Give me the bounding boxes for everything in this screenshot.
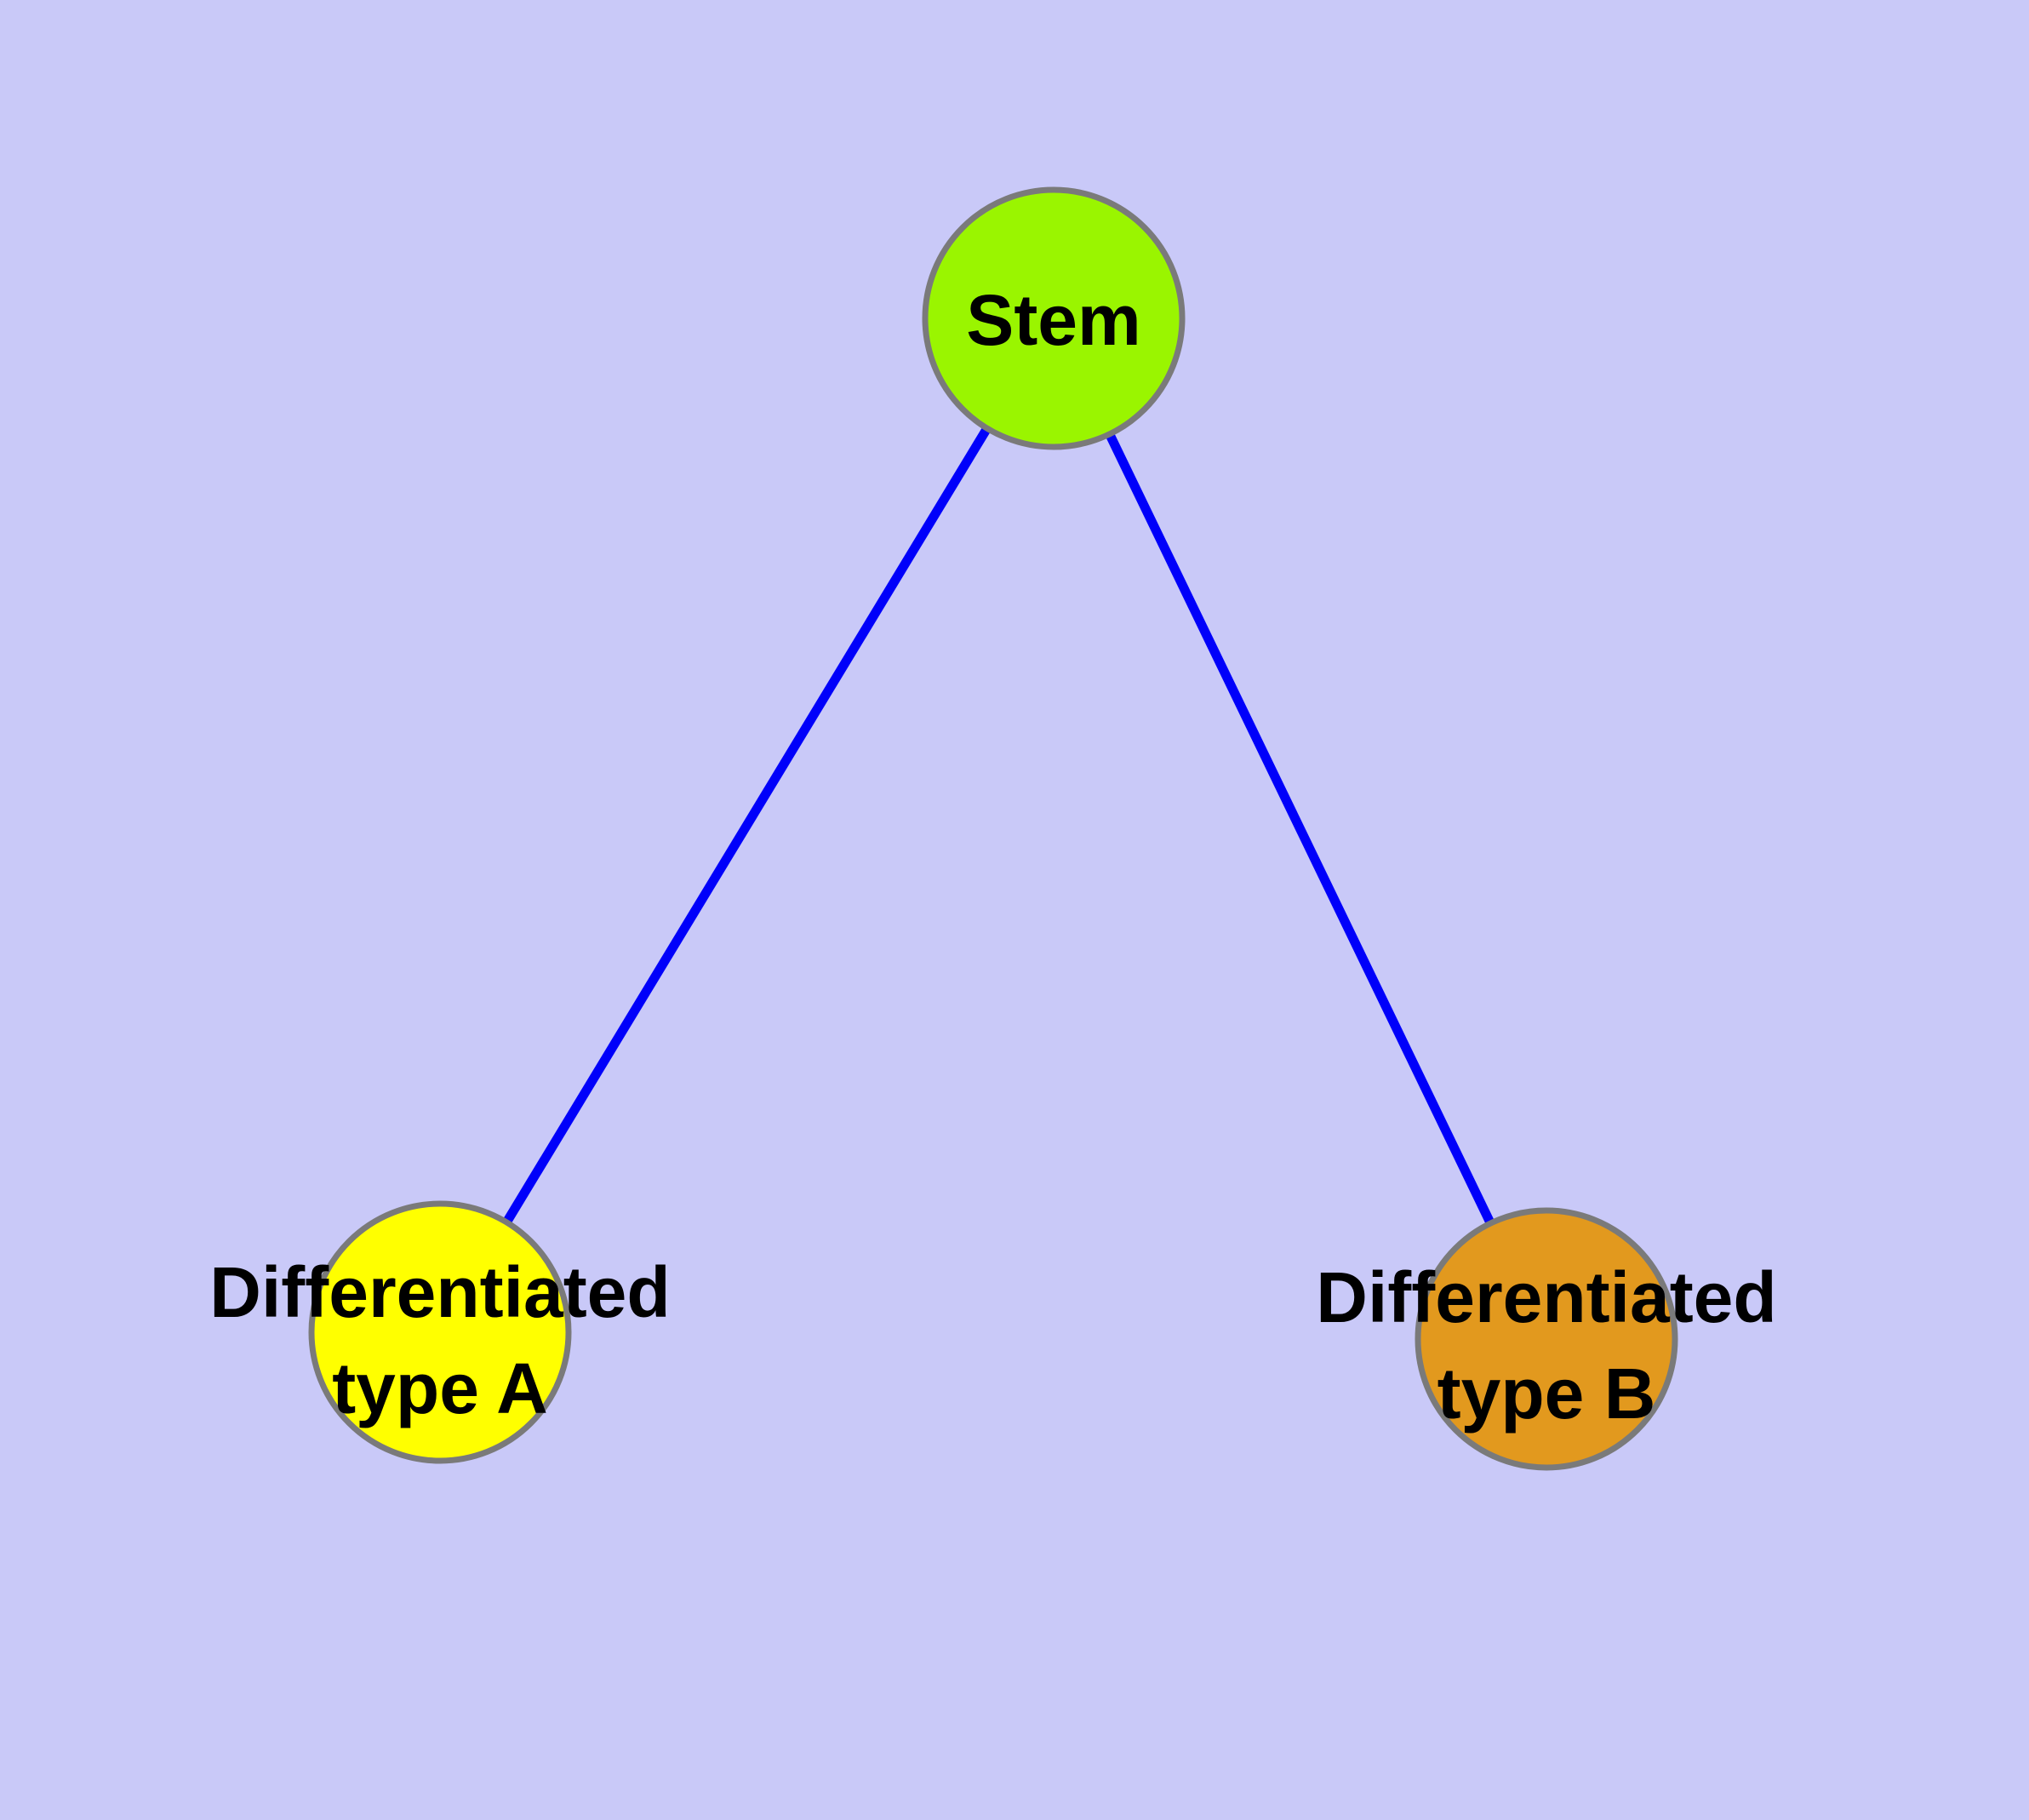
node-type-b-label-line1: Differentiated <box>1316 1257 1776 1337</box>
node-stem-circle <box>922 186 1186 450</box>
node-type-a-label-line1: Differentiated <box>209 1252 670 1332</box>
edge-stem-to-type-b <box>1049 316 1551 1342</box>
node-type-a-label-line2: type A <box>332 1348 548 1428</box>
node-type-b-label-line2: type B <box>1437 1354 1656 1434</box>
edge-stem-to-type-a <box>436 316 1058 1335</box>
node-type-a-circle <box>308 1200 572 1464</box>
node-type-b-circle <box>1415 1207 1678 1471</box>
node-stem-label: Stem <box>966 280 1140 360</box>
